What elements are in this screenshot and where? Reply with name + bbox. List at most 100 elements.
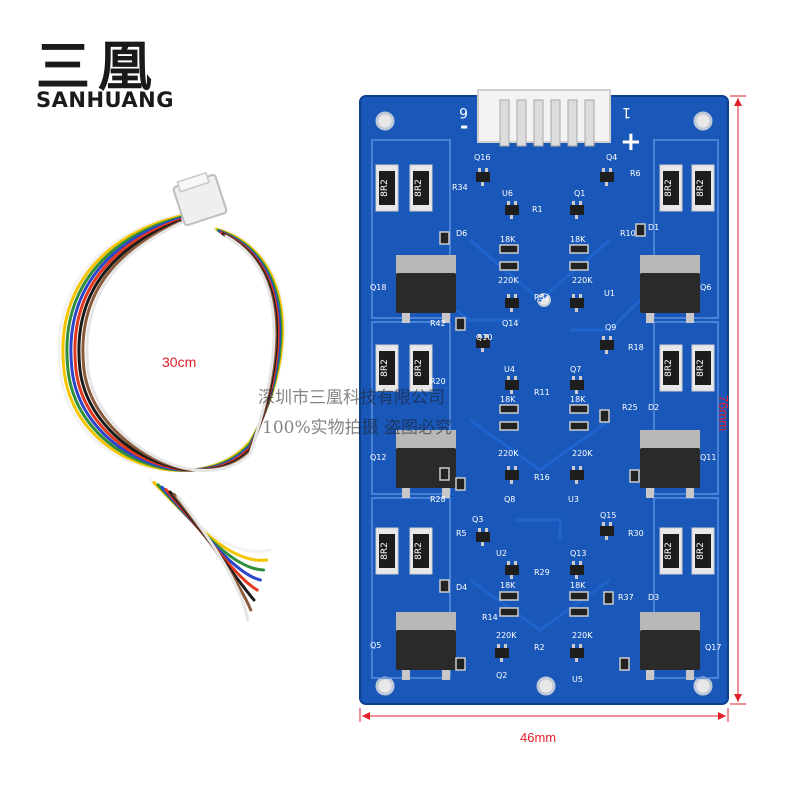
silkscreen-label: Q6 (700, 283, 711, 292)
silkscreen-label: D2 (648, 403, 659, 412)
svg-text:8R2: 8R2 (696, 542, 706, 560)
transistor (476, 528, 490, 546)
power-resistor: 8R2 (691, 527, 715, 575)
silkscreen-label: R42 (430, 319, 446, 328)
power-resistor: 8R2 (691, 164, 715, 212)
connector-pin (516, 99, 527, 147)
silkscreen-label: R32 (534, 293, 550, 302)
silkscreen-label: U1 (604, 289, 615, 298)
smd-part (499, 607, 519, 617)
silkscreen-label: R6 (630, 169, 641, 178)
silkscreen-label: U4 (504, 365, 515, 374)
board-height-label: 76mm (716, 395, 731, 432)
power-resistor: 8R2 (409, 527, 433, 575)
silkscreen-label: Q9 (605, 323, 616, 332)
silkscreen-label: R37 (618, 593, 634, 602)
svg-text:8R2: 8R2 (664, 542, 674, 560)
svg-text:8R2: 8R2 (380, 359, 390, 377)
smd-part (569, 607, 589, 617)
board-pin-six-mark: 6 (459, 104, 468, 120)
board-pin-one-mark: 1 (622, 104, 631, 120)
silkscreen-value: 220K (496, 631, 517, 640)
smd-part (569, 421, 589, 431)
silkscreen-label: R14 (482, 613, 498, 622)
silkscreen-label: Q18 (370, 283, 386, 292)
power-resistor: 8R2 (409, 344, 433, 392)
silkscreen-label: D1 (648, 223, 659, 232)
silkscreen-label: D4 (456, 583, 467, 592)
silkscreen-label: Q7 (570, 365, 581, 374)
silkscreen-label: Q14 (502, 319, 518, 328)
svg-text:8R2: 8R2 (664, 179, 674, 197)
smd-part (499, 244, 519, 254)
smd-part (569, 261, 589, 271)
silkscreen-label: Q12 (370, 453, 386, 462)
smd-part (499, 591, 519, 601)
power-resistor: 8R2 (375, 527, 399, 575)
transistor (505, 294, 519, 312)
svg-text:8R2: 8R2 (380, 179, 390, 197)
transistor (600, 522, 614, 540)
board-negative-mark: - (460, 114, 468, 138)
smd-part (499, 404, 519, 414)
transistor (570, 644, 584, 662)
transistor (505, 561, 519, 579)
silkscreen-label: Q1 (574, 189, 585, 198)
silkscreen-value: 220K (572, 631, 593, 640)
transistor (505, 466, 519, 484)
cable-length-label: 30cm (162, 354, 197, 370)
silkscreen-label: U5 (572, 675, 583, 684)
silkscreen-label: Q5 (370, 641, 381, 650)
silkscreen-value: 18K (500, 581, 516, 590)
silkscreen-label: R16 (534, 473, 550, 482)
silkscreen-label: R2 (534, 643, 545, 652)
silkscreen-label: R1 (532, 205, 543, 214)
smd-part (629, 469, 640, 483)
silkscreen-label: Q15 (600, 511, 616, 520)
mounting-hole (375, 676, 395, 696)
power-resistor: 8R2 (375, 344, 399, 392)
silkscreen-label: Q16 (474, 153, 490, 162)
transistor (570, 294, 584, 312)
svg-text:8R2: 8R2 (414, 179, 424, 197)
pcb-board: - + 6 1 8R2 8R2 8R2 8R2 8R2 8R2 8R2 8R2 8R2 8R2 8R… (359, 89, 729, 705)
transistor (505, 201, 519, 219)
silkscreen-label: R11 (534, 388, 550, 397)
transistor (476, 168, 490, 186)
mosfet (396, 430, 456, 498)
silkscreen-label: Q2 (496, 671, 507, 680)
smd-part (569, 244, 589, 254)
smd-part (455, 477, 466, 491)
silkscreen-label: U2 (496, 549, 507, 558)
transistor (570, 466, 584, 484)
transistor (570, 561, 584, 579)
silkscreen-label: Q3 (472, 515, 483, 524)
svg-text:8R2: 8R2 (664, 359, 674, 377)
smd-part (439, 579, 450, 593)
silkscreen-label: U6 (502, 189, 513, 198)
smd-part (499, 421, 519, 431)
smd-part (619, 657, 630, 671)
silkscreen-label: R29 (534, 568, 550, 577)
silkscreen-label: Q11 (700, 453, 716, 462)
power-resistor: 8R2 (409, 164, 433, 212)
silkscreen-label: U3 (568, 495, 579, 504)
mosfet (396, 612, 456, 680)
connector-pin (499, 99, 510, 147)
silkscreen-value: 18K (500, 235, 516, 244)
svg-text:8R2: 8R2 (414, 542, 424, 560)
silkscreen-label: Q17 (705, 643, 721, 652)
smd-part (603, 591, 614, 605)
silkscreen-label: R25 (622, 403, 638, 412)
svg-text:8R2: 8R2 (696, 179, 706, 197)
silkscreen-value: 18K (570, 235, 586, 244)
silkscreen-label: Q8 (504, 495, 515, 504)
silkscreen-label: R10 (620, 229, 636, 238)
svg-text:8R2: 8R2 (380, 542, 390, 560)
dimension-lines (359, 95, 746, 722)
transistor (495, 644, 509, 662)
silkscreen-label: R28 (430, 495, 446, 504)
power-resistor: 8R2 (659, 164, 683, 212)
smd-part (455, 657, 466, 671)
board-positive-mark: + (620, 127, 642, 157)
